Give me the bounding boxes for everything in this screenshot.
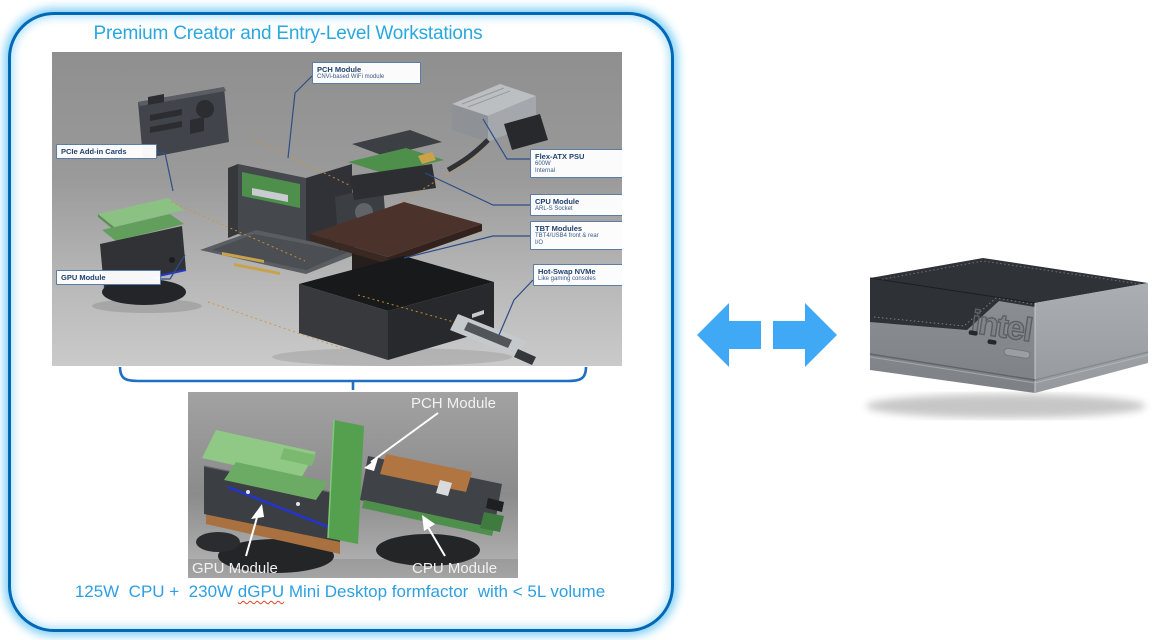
closeup-pch-board xyxy=(327,419,364,544)
closeup-pch-label: PCH Module xyxy=(411,395,496,412)
module-closeup-image: PCH Module GPU Module CPU Module xyxy=(188,392,518,578)
rear-io-panel xyxy=(138,87,229,159)
right-arrow-icon xyxy=(773,303,837,367)
callout-title: Flex-ATX PSU xyxy=(535,152,585,161)
callout-cpu-module: CPU Module ARL-S Socket xyxy=(530,194,622,217)
closeup-gpu-label: GPU Module xyxy=(192,560,278,577)
callout-title: Hot-Swap NVMe xyxy=(538,267,596,276)
callout-title: CPU Module xyxy=(535,197,580,206)
callout-title: GPU Module xyxy=(61,273,106,282)
caption-text-after: Mini Desktop formfactor with < 5L volume xyxy=(284,582,606,601)
mini-desktop-product-image: intel xyxy=(856,238,1168,433)
callout-subtitle: Internal xyxy=(535,168,556,175)
exploded-render xyxy=(52,52,622,366)
callout-title: PCIe Add-in Cards xyxy=(61,147,127,156)
callout-pcie-cards: PCIe Add-in Cards xyxy=(56,144,157,159)
closeup-render: PCH Module GPU Module CPU Module xyxy=(188,392,518,578)
caption-dgpu-misspelled: dGPU xyxy=(237,582,285,601)
product-shadow xyxy=(866,394,1146,418)
chassis-frame xyxy=(200,164,362,275)
closeup-annotations: PCH Module GPU Module CPU Module xyxy=(192,395,497,577)
left-arrow-icon xyxy=(697,303,761,367)
usb-c-port xyxy=(968,330,978,336)
panel-caption: 125W CPU + 230W dGPU Mini Desktop formfa… xyxy=(16,582,664,602)
callout-title: PCH Module xyxy=(317,65,362,74)
caption-text-before: 125W CPU + 230W xyxy=(74,582,238,601)
callout-subtitle: I/O xyxy=(535,240,544,247)
product-render: intel xyxy=(866,258,1149,418)
front-slot xyxy=(1003,347,1031,359)
callout-subtitle: 600W xyxy=(535,161,551,167)
callout-subtitle: ARL-S Socket xyxy=(535,206,573,212)
callout-pch-module: PCH Module CNVi-based WiFi module xyxy=(312,62,421,85)
assembly-guide-lines xyxy=(170,137,481,350)
callout-subtitle: CNVi-based WiFi module xyxy=(317,74,385,80)
chassis-cube xyxy=(299,202,494,360)
panel-title: Premium Creator and Entry-Level Workstat… xyxy=(93,23,483,44)
callout-subtitle: Like gaming consoles xyxy=(538,276,596,282)
usb-c-port xyxy=(987,339,997,345)
closeup-cpu-label: CPU Module xyxy=(412,560,497,577)
grouping-brace xyxy=(118,366,588,390)
front-io-ports xyxy=(968,330,1031,359)
swap-arrows-icon xyxy=(697,303,837,367)
callout-title: TBT Modules xyxy=(535,224,583,233)
callout-tbt-modules: TBT Modules TBT4/USB4 front & rear I/O xyxy=(530,221,622,251)
product-chassis xyxy=(869,258,1149,393)
closeup-gpu-module xyxy=(196,430,347,573)
callout-gpu-module: GPU Module xyxy=(56,270,161,285)
psu-render xyxy=(446,84,548,173)
nvme-sled-render xyxy=(450,314,536,365)
callout-subtitle: TBT4/USB4 front & rear xyxy=(535,233,599,239)
callout-flex-atx-psu: Flex-ATX PSU 600W Internal xyxy=(530,149,622,179)
closeup-cpu-module xyxy=(360,454,504,566)
cpu-module-render xyxy=(348,130,444,200)
exploded-view-image: PCH Module CNVi-based WiFi module PCIe A… xyxy=(52,52,622,366)
callout-hot-swap-nvme: Hot-Swap NVMe Like gaming consoles xyxy=(533,264,622,287)
